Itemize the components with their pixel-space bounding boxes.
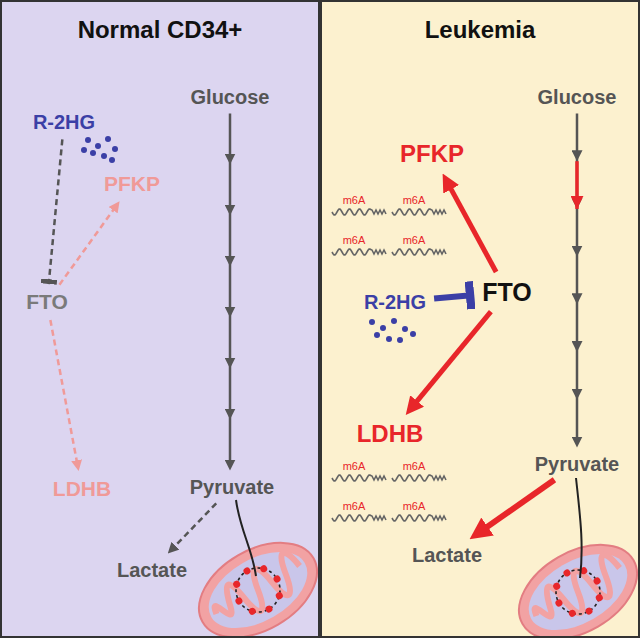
- panel-title: Normal CD34+: [2, 16, 318, 44]
- molecule-node: FTO: [478, 276, 536, 309]
- molecule-node: LDHB: [353, 418, 428, 450]
- mrna-strand: [392, 209, 446, 215]
- dot: [95, 143, 101, 149]
- dot: [85, 137, 91, 143]
- molecule-label: Lactate: [117, 559, 187, 581]
- molecule-label: LDHB: [53, 477, 111, 500]
- methylation-mark: m6A: [343, 460, 366, 472]
- mito-import-line: [236, 500, 256, 576]
- molecule-node: Lactate: [408, 542, 486, 569]
- pathway-arrow: [576, 114, 579, 440]
- molecule-label: LDHB: [357, 420, 424, 447]
- dot: [109, 157, 115, 163]
- r2hg-dots: [81, 136, 118, 163]
- dot: [81, 147, 87, 153]
- molecule-label: PFKP: [400, 140, 464, 167]
- dot: [90, 150, 96, 156]
- molecule-label: Lactate: [412, 544, 482, 566]
- dot: [410, 331, 416, 337]
- dot: [105, 136, 111, 142]
- inhibition-line: [49, 139, 63, 284]
- molecule-label: R-2HG: [364, 291, 426, 313]
- methylation-mark: m6A: [343, 234, 366, 246]
- molecule-node: PFKP: [396, 138, 468, 170]
- molecule-node: R-2HG: [360, 289, 430, 316]
- methylation-mark: m6A: [403, 234, 426, 246]
- molecule-label: Pyruvate: [535, 453, 620, 475]
- pathway-arrow: [229, 114, 232, 463]
- methylation-mark: m6A: [403, 194, 426, 206]
- panel-ground: [0, 0, 320, 638]
- pathway-arrow: [50, 320, 77, 464]
- dot: [369, 319, 375, 325]
- methylation-mark: m6A: [403, 460, 426, 472]
- enhanced-step: [575, 161, 579, 209]
- molecule-node: Lactate: [113, 557, 191, 584]
- pathway-arrow: [482, 480, 554, 531]
- molecule-node: LDHB: [49, 475, 115, 503]
- mrna-strand: [332, 249, 386, 255]
- mitochondrion: [503, 525, 640, 638]
- panel-ground: [320, 0, 640, 638]
- dot: [386, 336, 392, 342]
- dot: [397, 337, 403, 343]
- dot: [112, 146, 118, 152]
- panel-box: Normal CD34+GlucoseR-2HGPFKPFTOPyruvateL…: [0, 0, 320, 638]
- mrna-strand: [332, 515, 386, 521]
- molecule-node: R-2HG: [29, 109, 99, 136]
- mrna-strand: [392, 515, 446, 521]
- r2hg-dots: [369, 318, 416, 343]
- panel-title: Leukemia: [322, 16, 638, 44]
- molecule-label: Glucose: [538, 86, 617, 108]
- mitochondrion: [183, 523, 334, 638]
- pathway-arrow: [173, 503, 216, 548]
- methylation-mark: m6A: [343, 500, 366, 512]
- molecule-label: FTO: [26, 290, 68, 313]
- molecule-node: FTO: [22, 288, 72, 316]
- dot: [101, 153, 107, 159]
- dot: [391, 318, 397, 324]
- mrna-strand: [332, 475, 386, 481]
- molecule-label: Pyruvate: [190, 476, 275, 498]
- inhibition-line: [434, 295, 474, 299]
- dot: [380, 325, 386, 331]
- pathway-arrow: [449, 185, 497, 272]
- molecule-node: Glucose: [187, 84, 274, 111]
- molecule-node: Pyruvate: [531, 451, 624, 478]
- molecule-node: PFKP: [100, 170, 164, 198]
- pathway-arrow: [59, 207, 115, 284]
- molecule-node: Glucose: [534, 84, 621, 111]
- mrna-group: [332, 209, 446, 521]
- methylation-mark: m6A: [343, 194, 366, 206]
- pathway-arrow: [414, 312, 491, 406]
- methylation-mark: m6A: [403, 500, 426, 512]
- molecule-label: PFKP: [104, 172, 160, 195]
- panel-box: LeukemiaGlucosePFKP R-2HG FTO LDHB PyruvateL…: [320, 0, 640, 638]
- mrna-strand: [392, 249, 446, 255]
- dot: [402, 326, 408, 332]
- molecule-label: FTO: [482, 278, 532, 306]
- molecule-label: Glucose: [191, 86, 270, 108]
- mito-import-line: [576, 478, 582, 578]
- dot: [374, 332, 380, 338]
- mrna-strand: [332, 209, 386, 215]
- molecule-label: R-2HG: [33, 111, 95, 133]
- molecule-node: Pyruvate: [186, 474, 279, 501]
- mrna-strand: [392, 475, 446, 481]
